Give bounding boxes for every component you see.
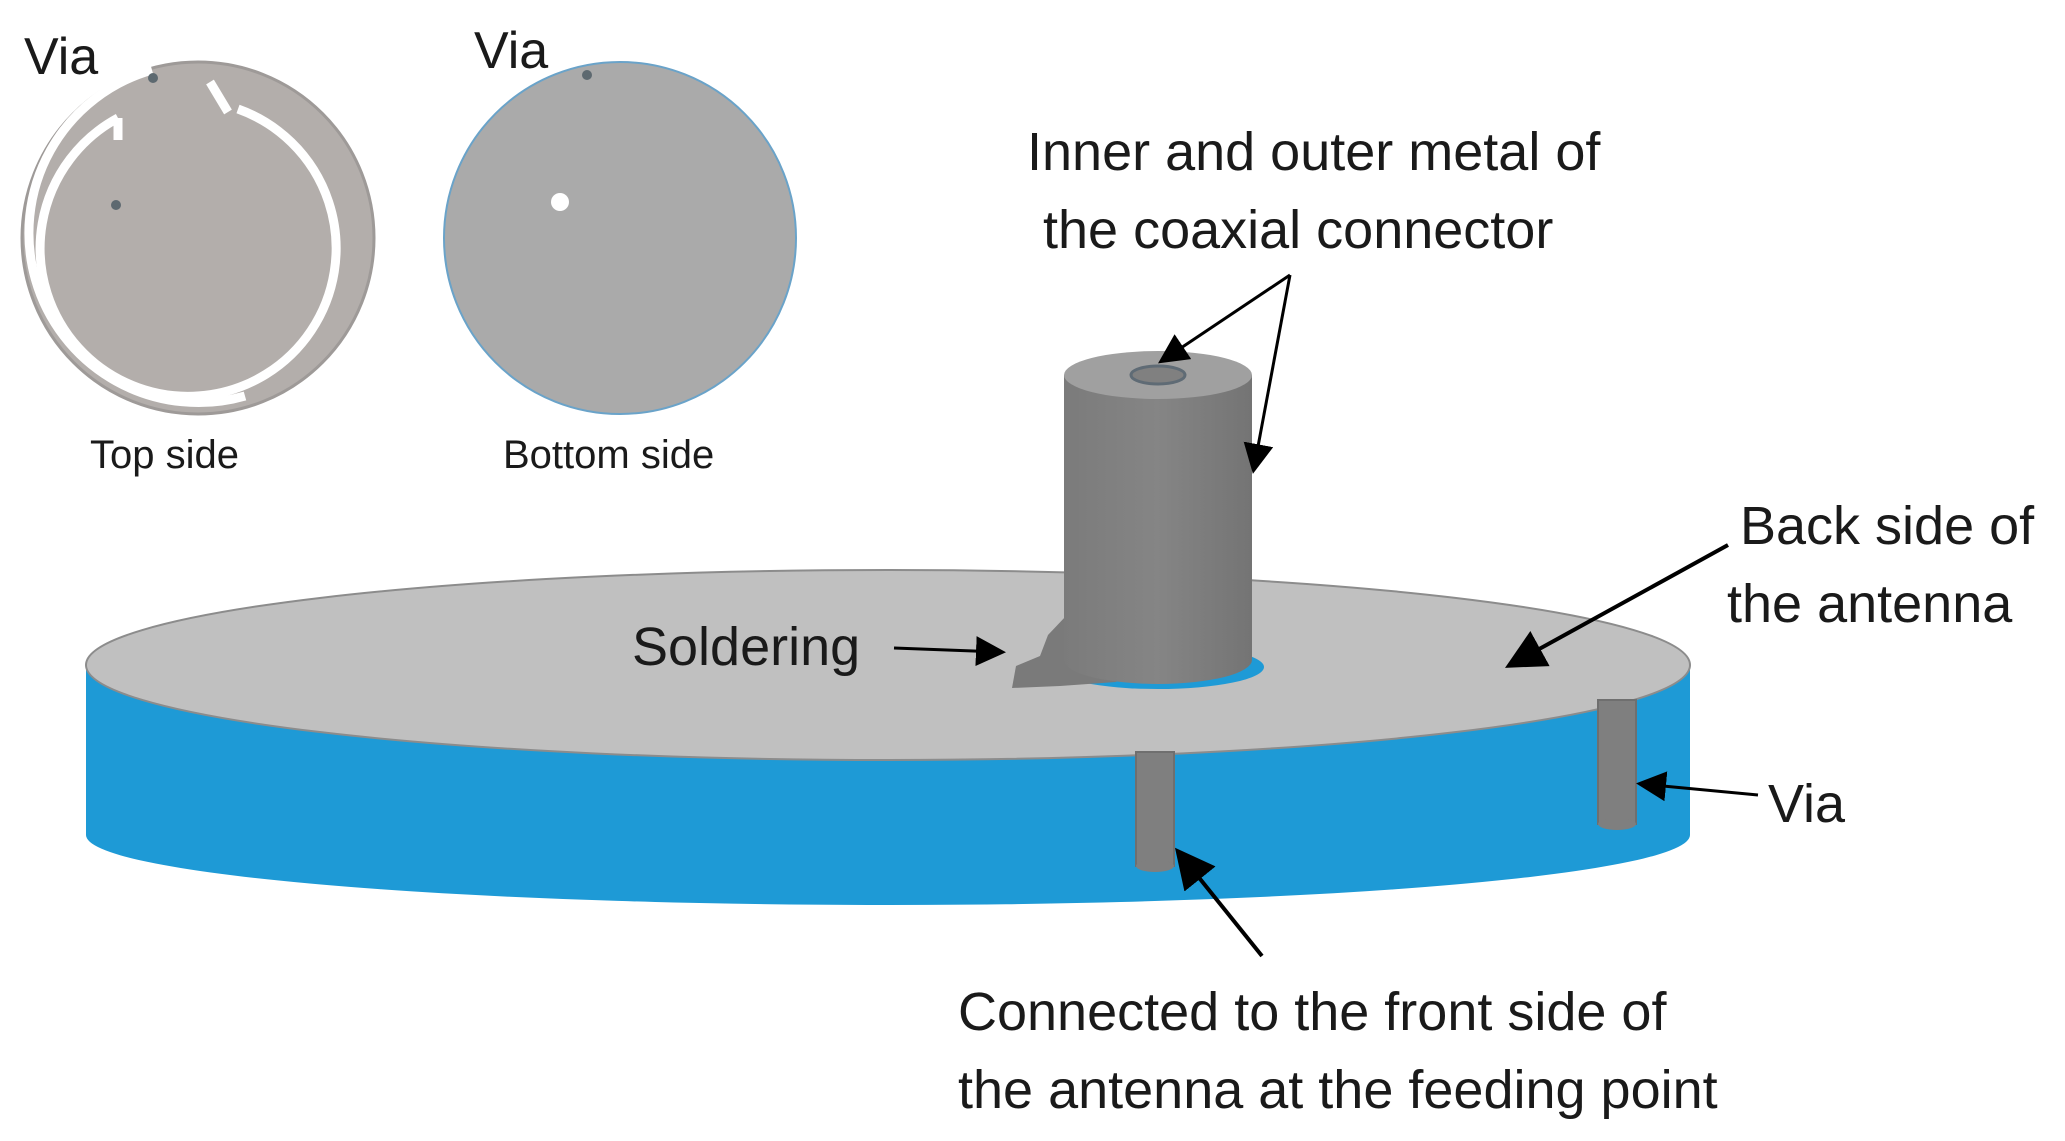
top-side-notch [206,79,232,115]
coax-arrow-inner [1158,273,1291,364]
via-top-label: Via [24,28,98,86]
back-side-arrow [1504,543,1729,668]
bottom-side-feed-hole [551,193,569,211]
soldering-label: Soldering [632,617,860,677]
bottom-side-via-dot [582,70,592,80]
antenna-body [85,351,1691,905]
top-side-label: Top side [90,433,239,477]
top-side-ring [35,104,341,401]
front-side-arrow [1174,847,1264,958]
coax-inner-conductor [1129,364,1187,386]
top-side-disc [20,60,376,416]
front-side-label-line1: Connected to the front side of [958,982,1667,1042]
back-side-label-line2: the antenna [1727,574,2013,634]
coax-label-line2: the coaxial connector [1043,200,1553,260]
top-side-via-dot [148,73,158,83]
back-side-label-line1: Back side of [1740,496,2035,556]
via-right-label: Via [1768,774,1846,834]
coax-cylinder [1064,375,1252,684]
bottom-side-disc [443,61,797,415]
back-side-copper [85,569,1691,761]
via-bottom-label: Via [474,22,548,80]
via-right [1597,699,1637,825]
coax-arrow-outer [1243,274,1292,474]
soldering-arrow [893,636,1006,667]
substrate-wall [86,665,1690,905]
via-left [1135,751,1175,867]
via-right-arrow [1636,771,1759,802]
bottom-side-label: Bottom side [503,433,714,477]
top-side-feed-dot [111,200,121,210]
coax-label-line1: Inner and outer metal of [1027,122,1601,182]
front-side-label-line2: the antenna at the feeding point [958,1060,1718,1120]
